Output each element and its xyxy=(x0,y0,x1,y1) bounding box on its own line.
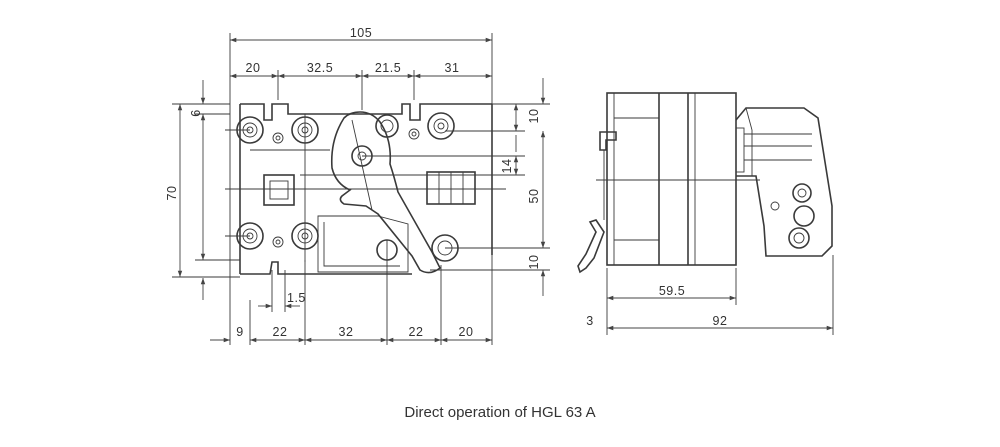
extension-lines xyxy=(172,33,550,345)
dim-right-top: 10 xyxy=(527,109,541,124)
dim-right-bottom: 10 xyxy=(527,255,541,270)
dim-overall-width: 105 xyxy=(350,26,372,40)
terminal-screws xyxy=(236,112,455,261)
screw-bottom-left xyxy=(236,222,264,250)
label-plate xyxy=(426,171,476,205)
dim-bottom-a: 9 xyxy=(236,325,243,339)
side-extension-lines xyxy=(596,179,834,335)
dim-left-offset: 6 xyxy=(189,109,203,116)
front-body xyxy=(239,103,493,275)
dim-side-body: 59.5 xyxy=(659,284,685,298)
indicator-window xyxy=(263,174,295,206)
din-rail-clip xyxy=(577,131,617,274)
dim-top-b: 32.5 xyxy=(307,61,333,75)
dim-right-inner: 14 xyxy=(500,159,514,174)
side-dimension-labels: 59.5 92 3 xyxy=(586,284,727,328)
screw-top-2 xyxy=(291,116,319,144)
dim-bottom-c: 32 xyxy=(339,325,354,339)
dim-bottom-e: 20 xyxy=(459,325,474,339)
dim-side-offset: 3 xyxy=(586,314,593,328)
dim-top-a: 20 xyxy=(246,61,261,75)
operating-handle xyxy=(317,111,459,274)
dim-bottom-b: 22 xyxy=(273,325,288,339)
side-dimension-lines xyxy=(607,295,833,331)
screw-top-right xyxy=(427,112,455,140)
front-view: 105 20 32.5 21.5 31 70 6 10 14 50 10 9 2… xyxy=(165,26,550,345)
dim-side-overall: 92 xyxy=(713,314,728,328)
dim-bottom-d: 22 xyxy=(409,325,424,339)
dim-top-d: 31 xyxy=(445,61,460,75)
small-fixing-holes xyxy=(272,128,420,248)
front-dimension-labels: 105 20 32.5 21.5 31 70 6 10 14 50 10 9 2… xyxy=(165,26,541,339)
screw-bottom-3 xyxy=(376,239,398,261)
dim-top-c: 21.5 xyxy=(375,61,401,75)
dim-left-overall: 70 xyxy=(165,186,179,201)
front-dimension-lines xyxy=(177,37,546,343)
screw-top-left xyxy=(236,116,264,144)
dim-right-middle: 50 xyxy=(527,189,541,204)
handle-mechanism xyxy=(735,107,833,257)
screw-top-3 xyxy=(375,114,399,138)
side-view: 59.5 92 3 xyxy=(577,92,834,335)
figure-caption: Direct operation of HGL 63 A xyxy=(404,404,596,421)
side-body xyxy=(606,92,737,266)
dim-small-offset: 1.5 xyxy=(287,291,306,305)
